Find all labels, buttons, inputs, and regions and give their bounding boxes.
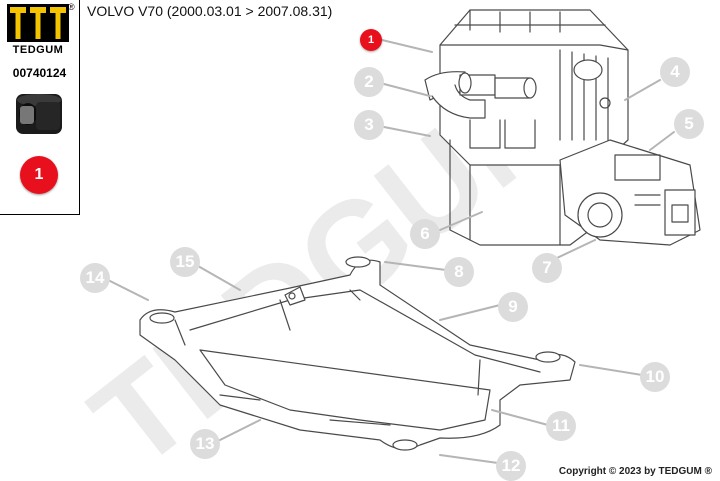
transmission-mount bbox=[559, 139, 701, 246]
callout-2[interactable]: 2 bbox=[354, 67, 384, 97]
exploded-diagram bbox=[107, 9, 701, 464]
tedgum-logo-icon bbox=[7, 4, 69, 42]
brand-name: TEDGUM bbox=[12, 44, 64, 56]
callout-15[interactable]: 15 bbox=[170, 247, 200, 277]
callout-14[interactable]: 14 bbox=[80, 263, 110, 293]
callout-3[interactable]: 3 bbox=[354, 110, 384, 140]
callout-8[interactable]: 8 bbox=[444, 257, 474, 287]
copyright-notice: Copyright © 2023 by TEDGUM ® bbox=[558, 466, 712, 477]
callout-6[interactable]: 6 bbox=[410, 219, 440, 249]
callout-7[interactable]: 7 bbox=[532, 253, 562, 283]
highlighted-callout-badge: 1 bbox=[20, 156, 58, 194]
intake-pipes bbox=[424, 71, 537, 149]
callout-9[interactable]: 9 bbox=[498, 292, 528, 322]
vehicle-title: VOLVO V70 (2000.03.01 > 2007.08.31) bbox=[87, 3, 333, 19]
tedgum-logo: TEDGUM bbox=[7, 4, 69, 60]
callout-4[interactable]: 4 bbox=[660, 57, 690, 87]
bushing-part-image bbox=[16, 94, 62, 134]
callout-13[interactable]: 13 bbox=[190, 429, 220, 459]
part-info-panel: TEDGUM ® 00740124 1 bbox=[0, 0, 80, 215]
callout-10[interactable]: 10 bbox=[640, 362, 670, 392]
registered-mark: ® bbox=[68, 2, 75, 12]
subframe bbox=[139, 256, 576, 451]
callout-11[interactable]: 11 bbox=[546, 411, 576, 441]
callout-1[interactable]: 1 bbox=[360, 29, 382, 51]
callout-5[interactable]: 5 bbox=[674, 109, 704, 139]
callout-12[interactable]: 12 bbox=[496, 451, 526, 481]
leader-lines bbox=[107, 39, 675, 464]
part-number: 00740124 bbox=[12, 66, 67, 80]
